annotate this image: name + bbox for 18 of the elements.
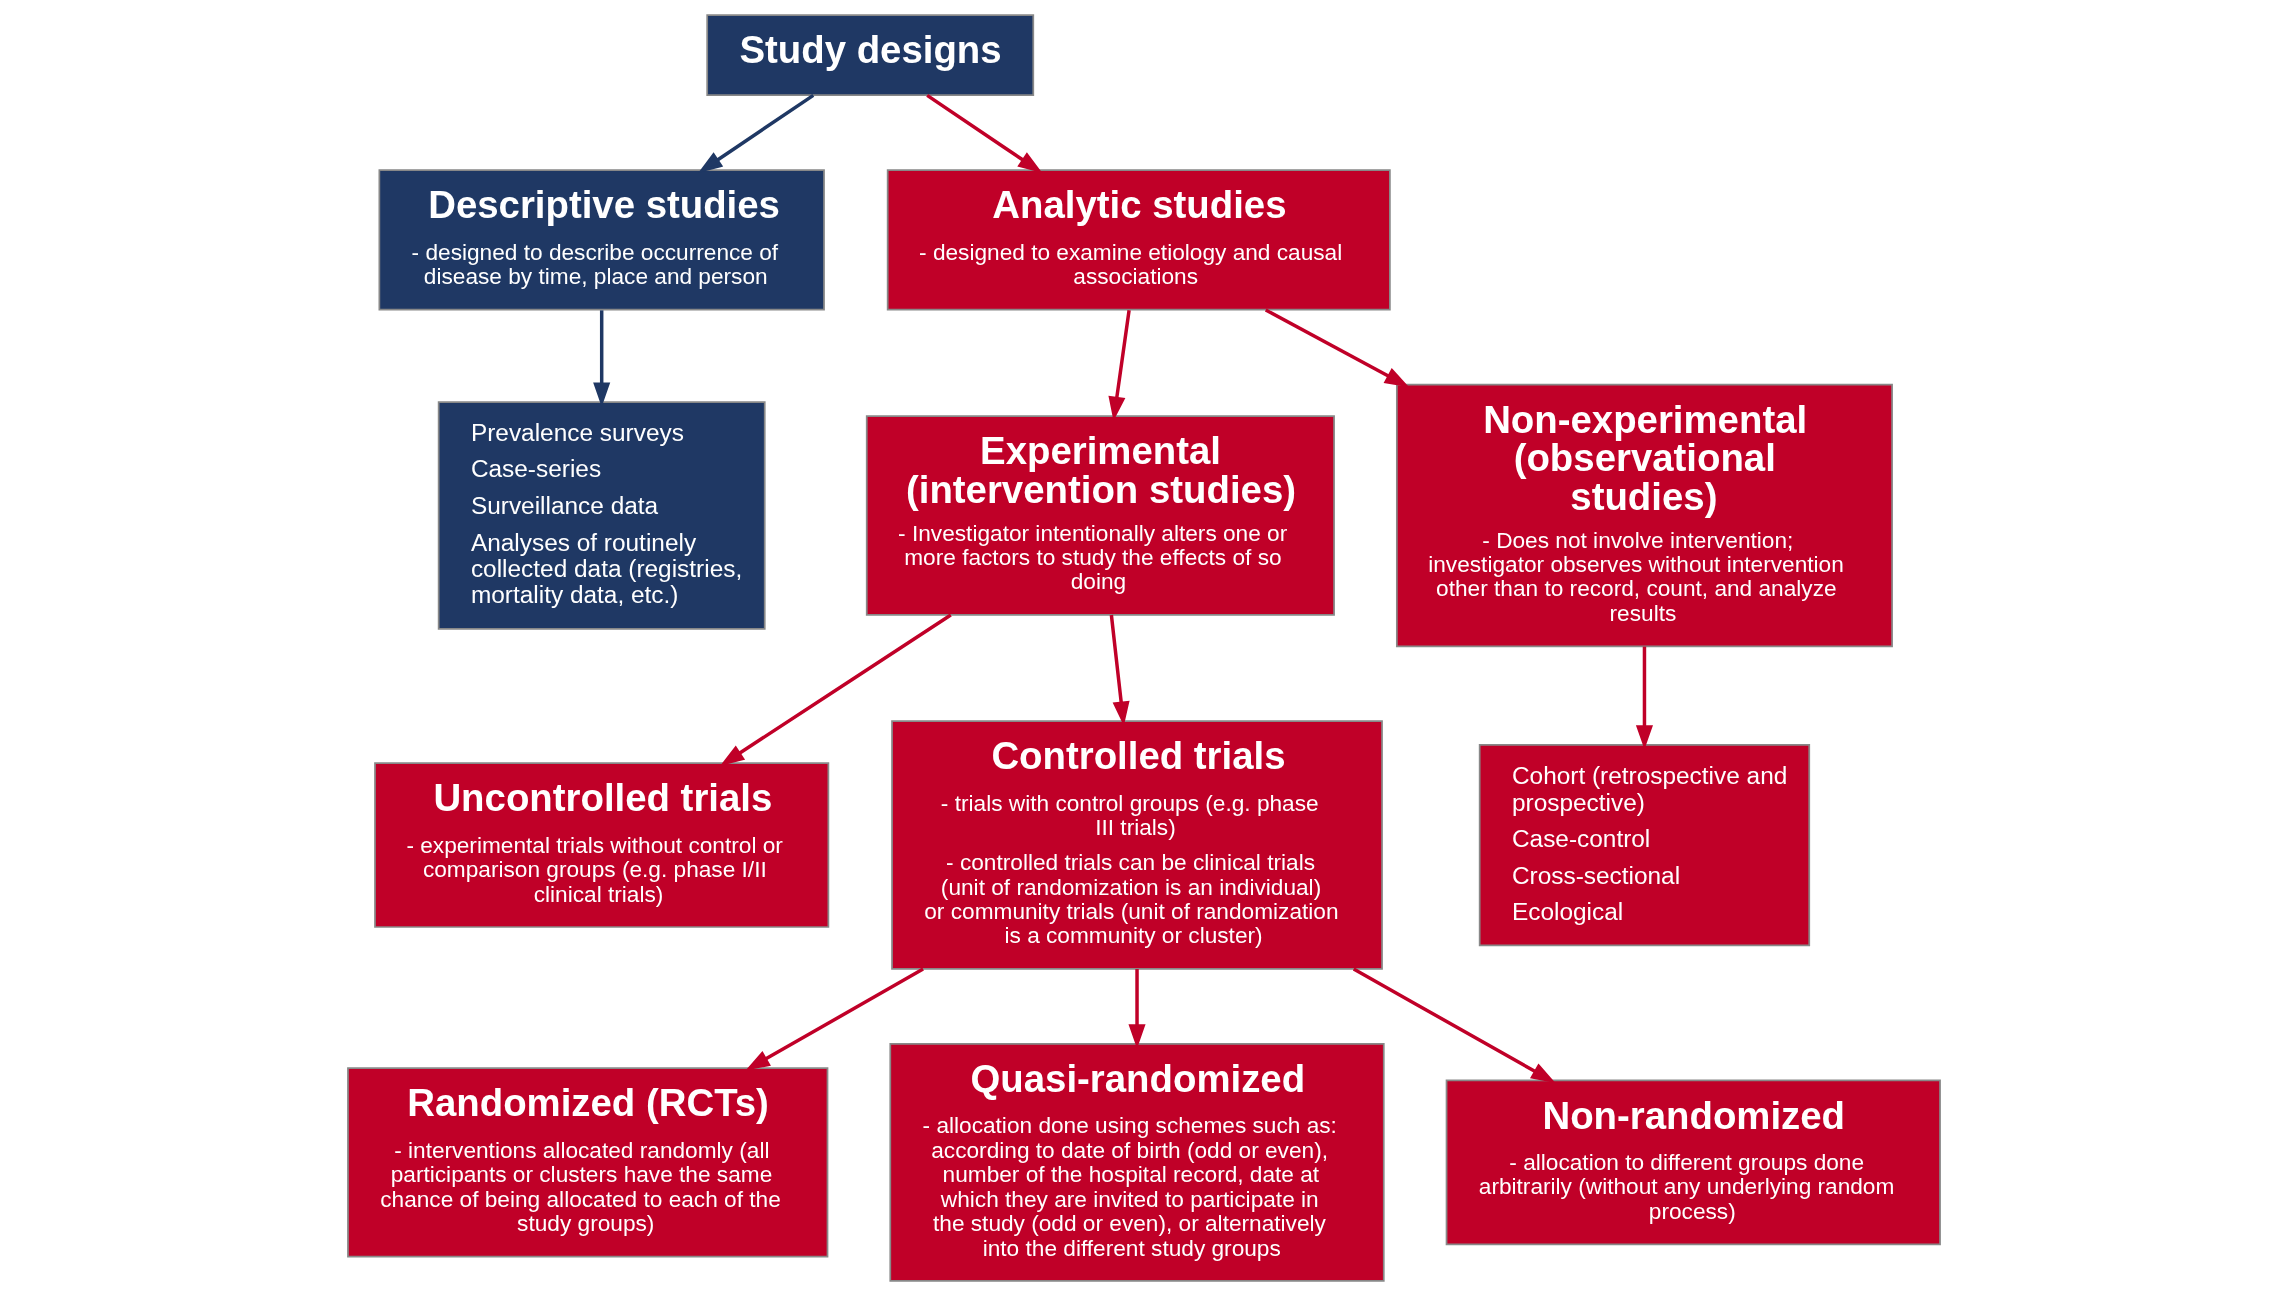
arrow	[925, 93, 1042, 174]
node-box: Descriptive studies - designed to describe occurrence of disease by time, place and person	[378, 169, 825, 311]
node-box: Quasi-randomized - allocation done using schemes such as: according to date of birth (odd or even), number of the hospital record, date at which they are invited to participate in the study (odd or even), or alternatively into the different study groups	[888, 1042, 1385, 1282]
node-box: Analytic studies - designed to examine etiology and causal associations	[886, 169, 1391, 311]
arrow	[719, 613, 952, 766]
node-box: Study designs	[705, 14, 1034, 97]
arrow	[744, 967, 924, 1071]
arrow	[697, 93, 814, 174]
node-box: Non-randomized - allocation to different groups done arbitrarily (without any underlying random process)	[1445, 1079, 1941, 1246]
node-box: Non-experimental (observational studies) - Does not involve intervention; investigator observes without intervention other than to record, count, and analyze results	[1395, 383, 1893, 648]
node-box: Cohort (retrospective and prospective) Case-control Cross-sectional Ecological	[1478, 743, 1810, 947]
node-box: Experimental (intervention studies) - Investigator intentionally alters one or more factors to study the effects of so doing	[865, 415, 1335, 616]
node-box: Controlled trials - trials with control groups (e.g. phase III trials) - controlled trials can be clinical trials (unit of randomization is an individual) or community trials (unit of randomization is a community or cluster)	[890, 720, 1383, 970]
arrow	[1352, 967, 1555, 1083]
node-box: Randomized (RCTs) - interventions allocated randomly (all participants or clusters have the same chance of being allocated to each of the study groups)	[346, 1067, 828, 1258]
arrow	[1264, 308, 1409, 388]
node-box: Uncontrolled trials - experimental trials without control or comparison groups (e.g. phase I/II clinical trials)	[373, 762, 829, 928]
node-box: Prevalence surveys Case-series Surveillance data Analyses of routinely collected data (registries, mortality data, etc.)	[437, 401, 766, 630]
